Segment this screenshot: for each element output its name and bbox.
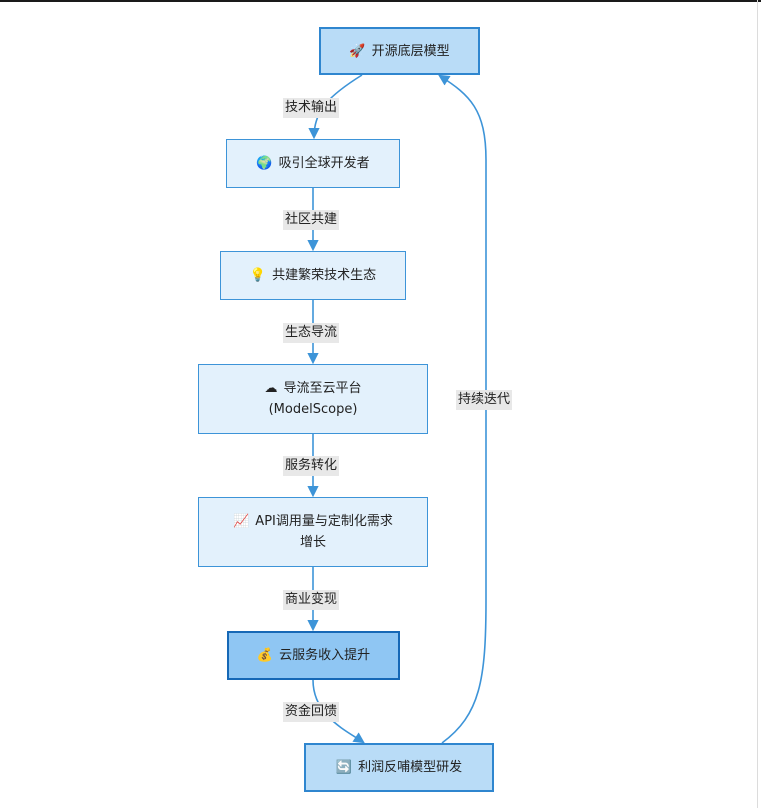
lightbulb-icon: 💡 [249,268,267,283]
node-api-growth-line1: 📈 API调用量与定制化需求 [233,511,393,532]
node-attract-devs[interactable]: 🌍 吸引全球开发者 [226,139,400,188]
edge-label-capital-feedback: 资金回馈 [283,702,340,722]
node-cloud-platform-line1: ☁ 导流至云平台 [264,378,361,399]
node-open-model[interactable]: 🚀 开源底层模型 [319,27,480,75]
node-cloud-revenue-label: 云服务收入提升 [279,648,371,663]
node-api-growth[interactable]: 📈 API调用量与定制化需求 增长 [198,497,428,567]
edge-label-community: 社区共建 [283,210,340,230]
refresh-icon: 🔄 [335,760,353,775]
edge-label-eco-diversion: 生态导流 [283,323,340,343]
top-border [0,0,761,2]
node-ecosystem[interactable]: 💡 共建繁荣技术生态 [220,251,406,300]
chart-increasing-icon: 📈 [233,514,250,529]
node-api-growth-label-2: 增长 [299,535,326,550]
node-cloud-platform-label: 导流至云平台 [283,381,362,396]
edge-label-service-conversion: 服务转化 [283,456,340,476]
edge-iteration [438,74,487,744]
node-cloud-platform[interactable]: ☁ 导流至云平台 (ModelScope) [198,364,428,434]
node-profit-feedback[interactable]: 🔄 利润反哺模型研发 [304,743,494,792]
edge-label-tech-output: 技术输出 [283,98,340,118]
node-attract-devs-label: 吸引全球开发者 [278,156,370,171]
node-api-growth-label: API调用量与定制化需求 [255,514,393,529]
node-cloud-revenue[interactable]: 💰 云服务收入提升 [227,631,400,680]
node-ecosystem-label: 共建繁荣技术生态 [272,268,377,283]
globe-icon: 🌍 [256,156,273,171]
cloud-icon: ☁ [264,381,278,396]
money-bag-icon: 💰 [256,648,274,663]
right-border [757,0,758,808]
edge-label-monetization: 商业变现 [283,590,340,610]
node-cloud-platform-label-2: (ModelScope) [268,402,358,417]
node-open-model-label: 开源底层模型 [371,43,450,59]
edge-label-iteration: 持续迭代 [456,390,513,410]
node-profit-feedback-label: 利润反哺模型研发 [358,760,463,775]
rocket-icon: 🚀 [349,43,366,59]
